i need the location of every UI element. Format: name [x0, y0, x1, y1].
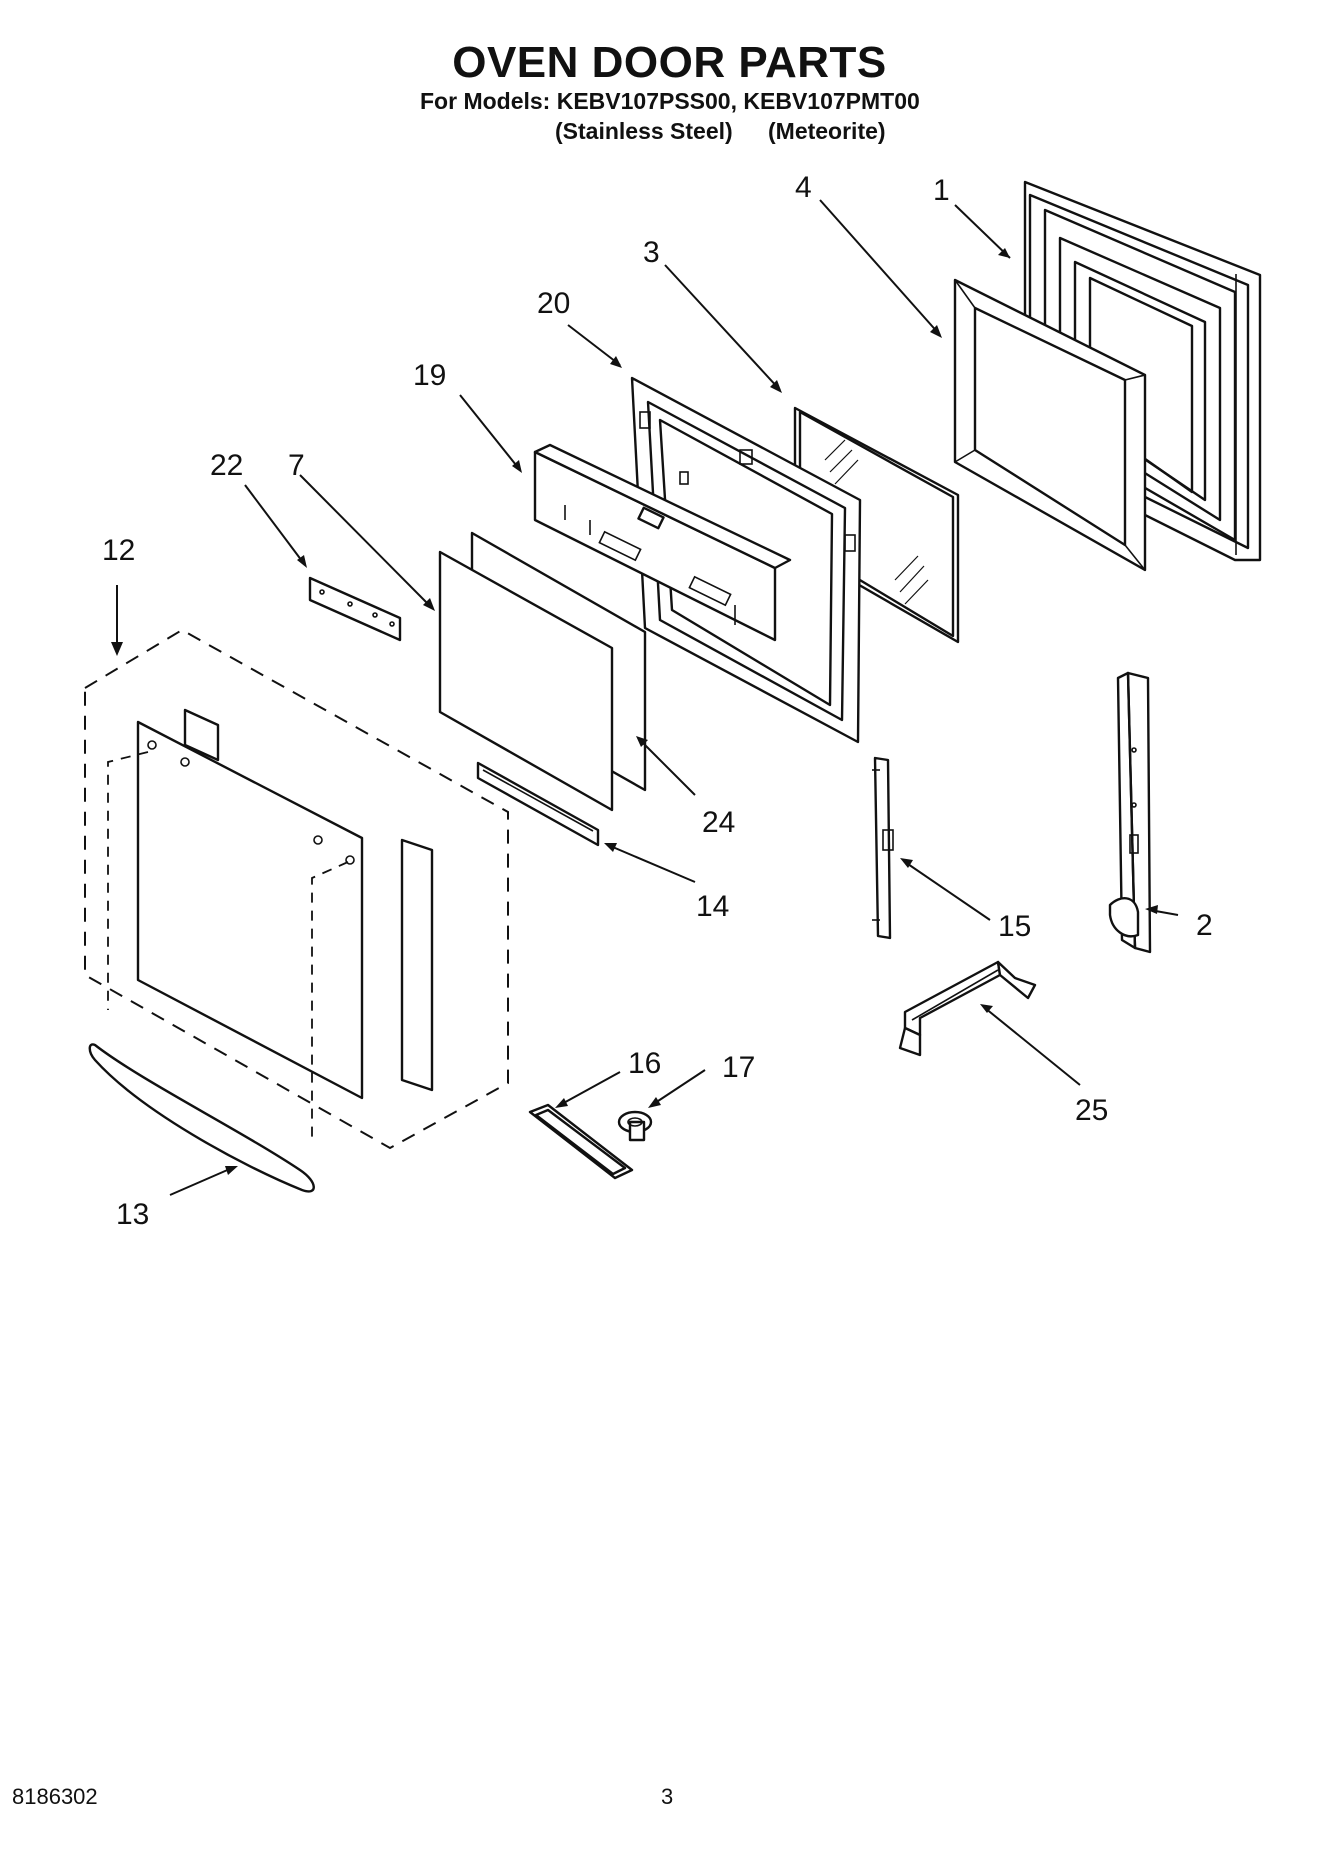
part-25-support-bracket [898, 960, 1037, 1057]
callout-1: 1 [933, 174, 950, 207]
callout-24: 24 [702, 806, 735, 839]
part-7-glass-panel [438, 550, 614, 812]
callout-16: 16 [628, 1047, 661, 1080]
part-2-hinge [1108, 671, 1152, 954]
part-14-strip [476, 761, 600, 847]
callout-7: 7 [288, 449, 305, 482]
callout-14: 14 [696, 890, 729, 923]
models-line: For Models: KEBV107PSS00, KEBV107PMT00 [420, 88, 920, 114]
callout-13: 13 [116, 1198, 149, 1231]
part-12-outer-door-assembly [84, 628, 509, 1150]
part-19-insulation-shield [533, 443, 792, 642]
callout-15: 15 [998, 910, 1031, 943]
part-4-door-trim-frame [953, 278, 1147, 572]
callout-labels: 1 2 3 4 7 12 13 14 15 16 17 19 20 22 24 … [102, 171, 1213, 1231]
callout-2: 2 [1196, 909, 1213, 942]
part-16-badge [528, 1103, 634, 1180]
part-15-hinge-receiver [872, 756, 894, 940]
part-22-bracket [308, 576, 402, 642]
callout-4: 4 [795, 171, 812, 204]
leader-lines [111, 199, 1179, 1196]
callout-19: 19 [413, 359, 446, 392]
variant-stainless-steel: (Stainless Steel) [555, 118, 733, 144]
callout-17: 17 [722, 1051, 755, 1084]
variant-meteorite: (Meteorite) [768, 118, 886, 144]
page-title: OVEN DOOR PARTS [452, 38, 887, 87]
document-number: 8186302 [12, 1784, 98, 1809]
page-number: 3 [661, 1784, 674, 1809]
part-13-door-handle [88, 1043, 315, 1193]
part-17-screw [617, 1110, 653, 1142]
callout-20: 20 [537, 287, 570, 320]
callout-25: 25 [1075, 1094, 1108, 1127]
callout-12: 12 [102, 534, 135, 567]
callout-3: 3 [643, 236, 660, 269]
callout-22: 22 [210, 449, 243, 482]
